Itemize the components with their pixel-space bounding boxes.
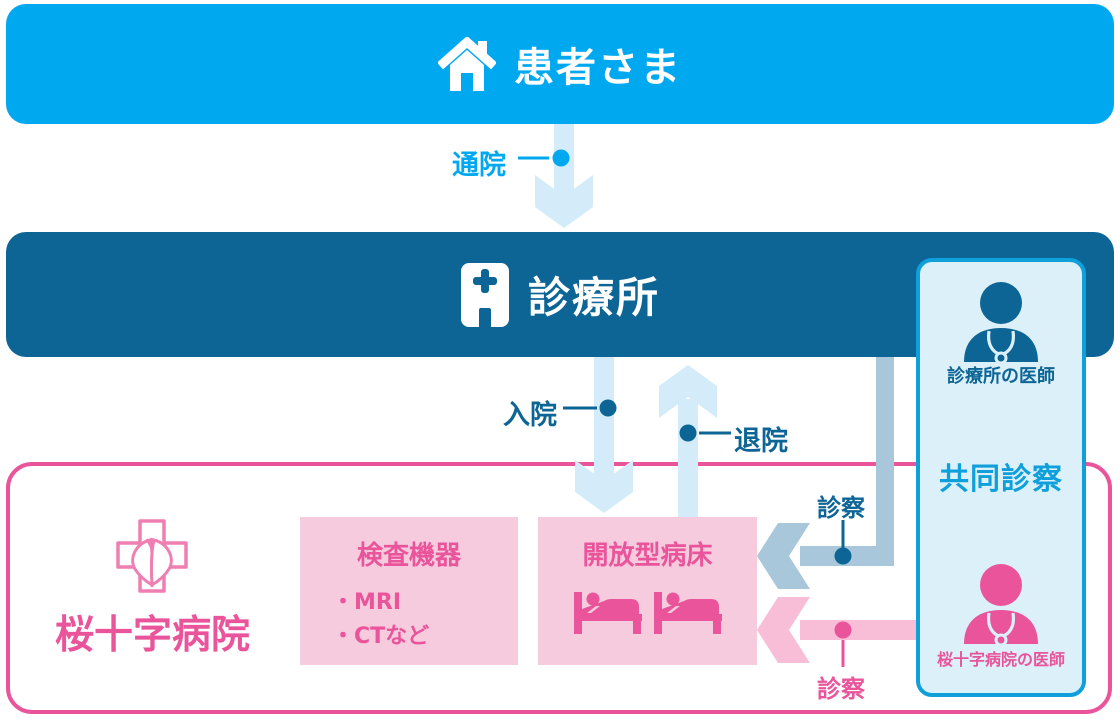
joint-exam-label: 共同診察 <box>939 462 1063 497</box>
nyuin-label: 入院 <box>503 400 557 431</box>
tsuin-connector <box>518 149 570 167</box>
equipment-item: ・CTなど <box>332 624 430 649</box>
hospital-doctor-label: 桜十字病院の医師 <box>936 650 1065 669</box>
hospital-doctor-icon <box>920 560 1082 646</box>
open-beds-box-title: 開放型病床 <box>582 541 713 571</box>
beds-row <box>538 592 757 634</box>
house-icon <box>438 37 496 91</box>
tsuin-arrow <box>535 124 593 228</box>
open-beds-box: 開放型病床 <box>538 517 757 665</box>
tsuin-label: 通院 <box>452 150 506 181</box>
equipment-item: ・MRI <box>332 590 402 615</box>
equipment-list: ・MRI ・CTなど <box>300 586 518 654</box>
exam-by-clinic-doctor-label: 診察 <box>817 494 865 522</box>
patient-bar-label: 患者さま <box>514 45 682 91</box>
joint-exam-panel: 診療所の医師 共同診察 桜十字病院の医師 <box>916 258 1086 697</box>
equipment-box-title: 検査機器 <box>356 541 461 571</box>
clinic-building-icon <box>460 262 509 328</box>
sakura-cross-logo-icon <box>116 519 188 593</box>
nyuin-connector <box>563 399 617 417</box>
bed-icon <box>653 592 722 634</box>
clinic-doctor-label: 診療所の医師 <box>947 366 1055 387</box>
exam-by-hospital-doctor-label: 診察 <box>817 675 865 703</box>
patient-bar: 患者さま <box>6 4 1114 124</box>
equipment-box: 検査機器 ・MRI ・CTなど <box>300 517 518 665</box>
bed-icon <box>573 592 642 634</box>
taiin-label: 退院 <box>734 426 788 457</box>
clinic-doctor-icon <box>920 278 1082 364</box>
clinic-bar-label: 診療所 <box>527 273 660 322</box>
taiin-connector <box>679 424 731 442</box>
hospital-name: 桜十字病院 <box>55 613 251 658</box>
